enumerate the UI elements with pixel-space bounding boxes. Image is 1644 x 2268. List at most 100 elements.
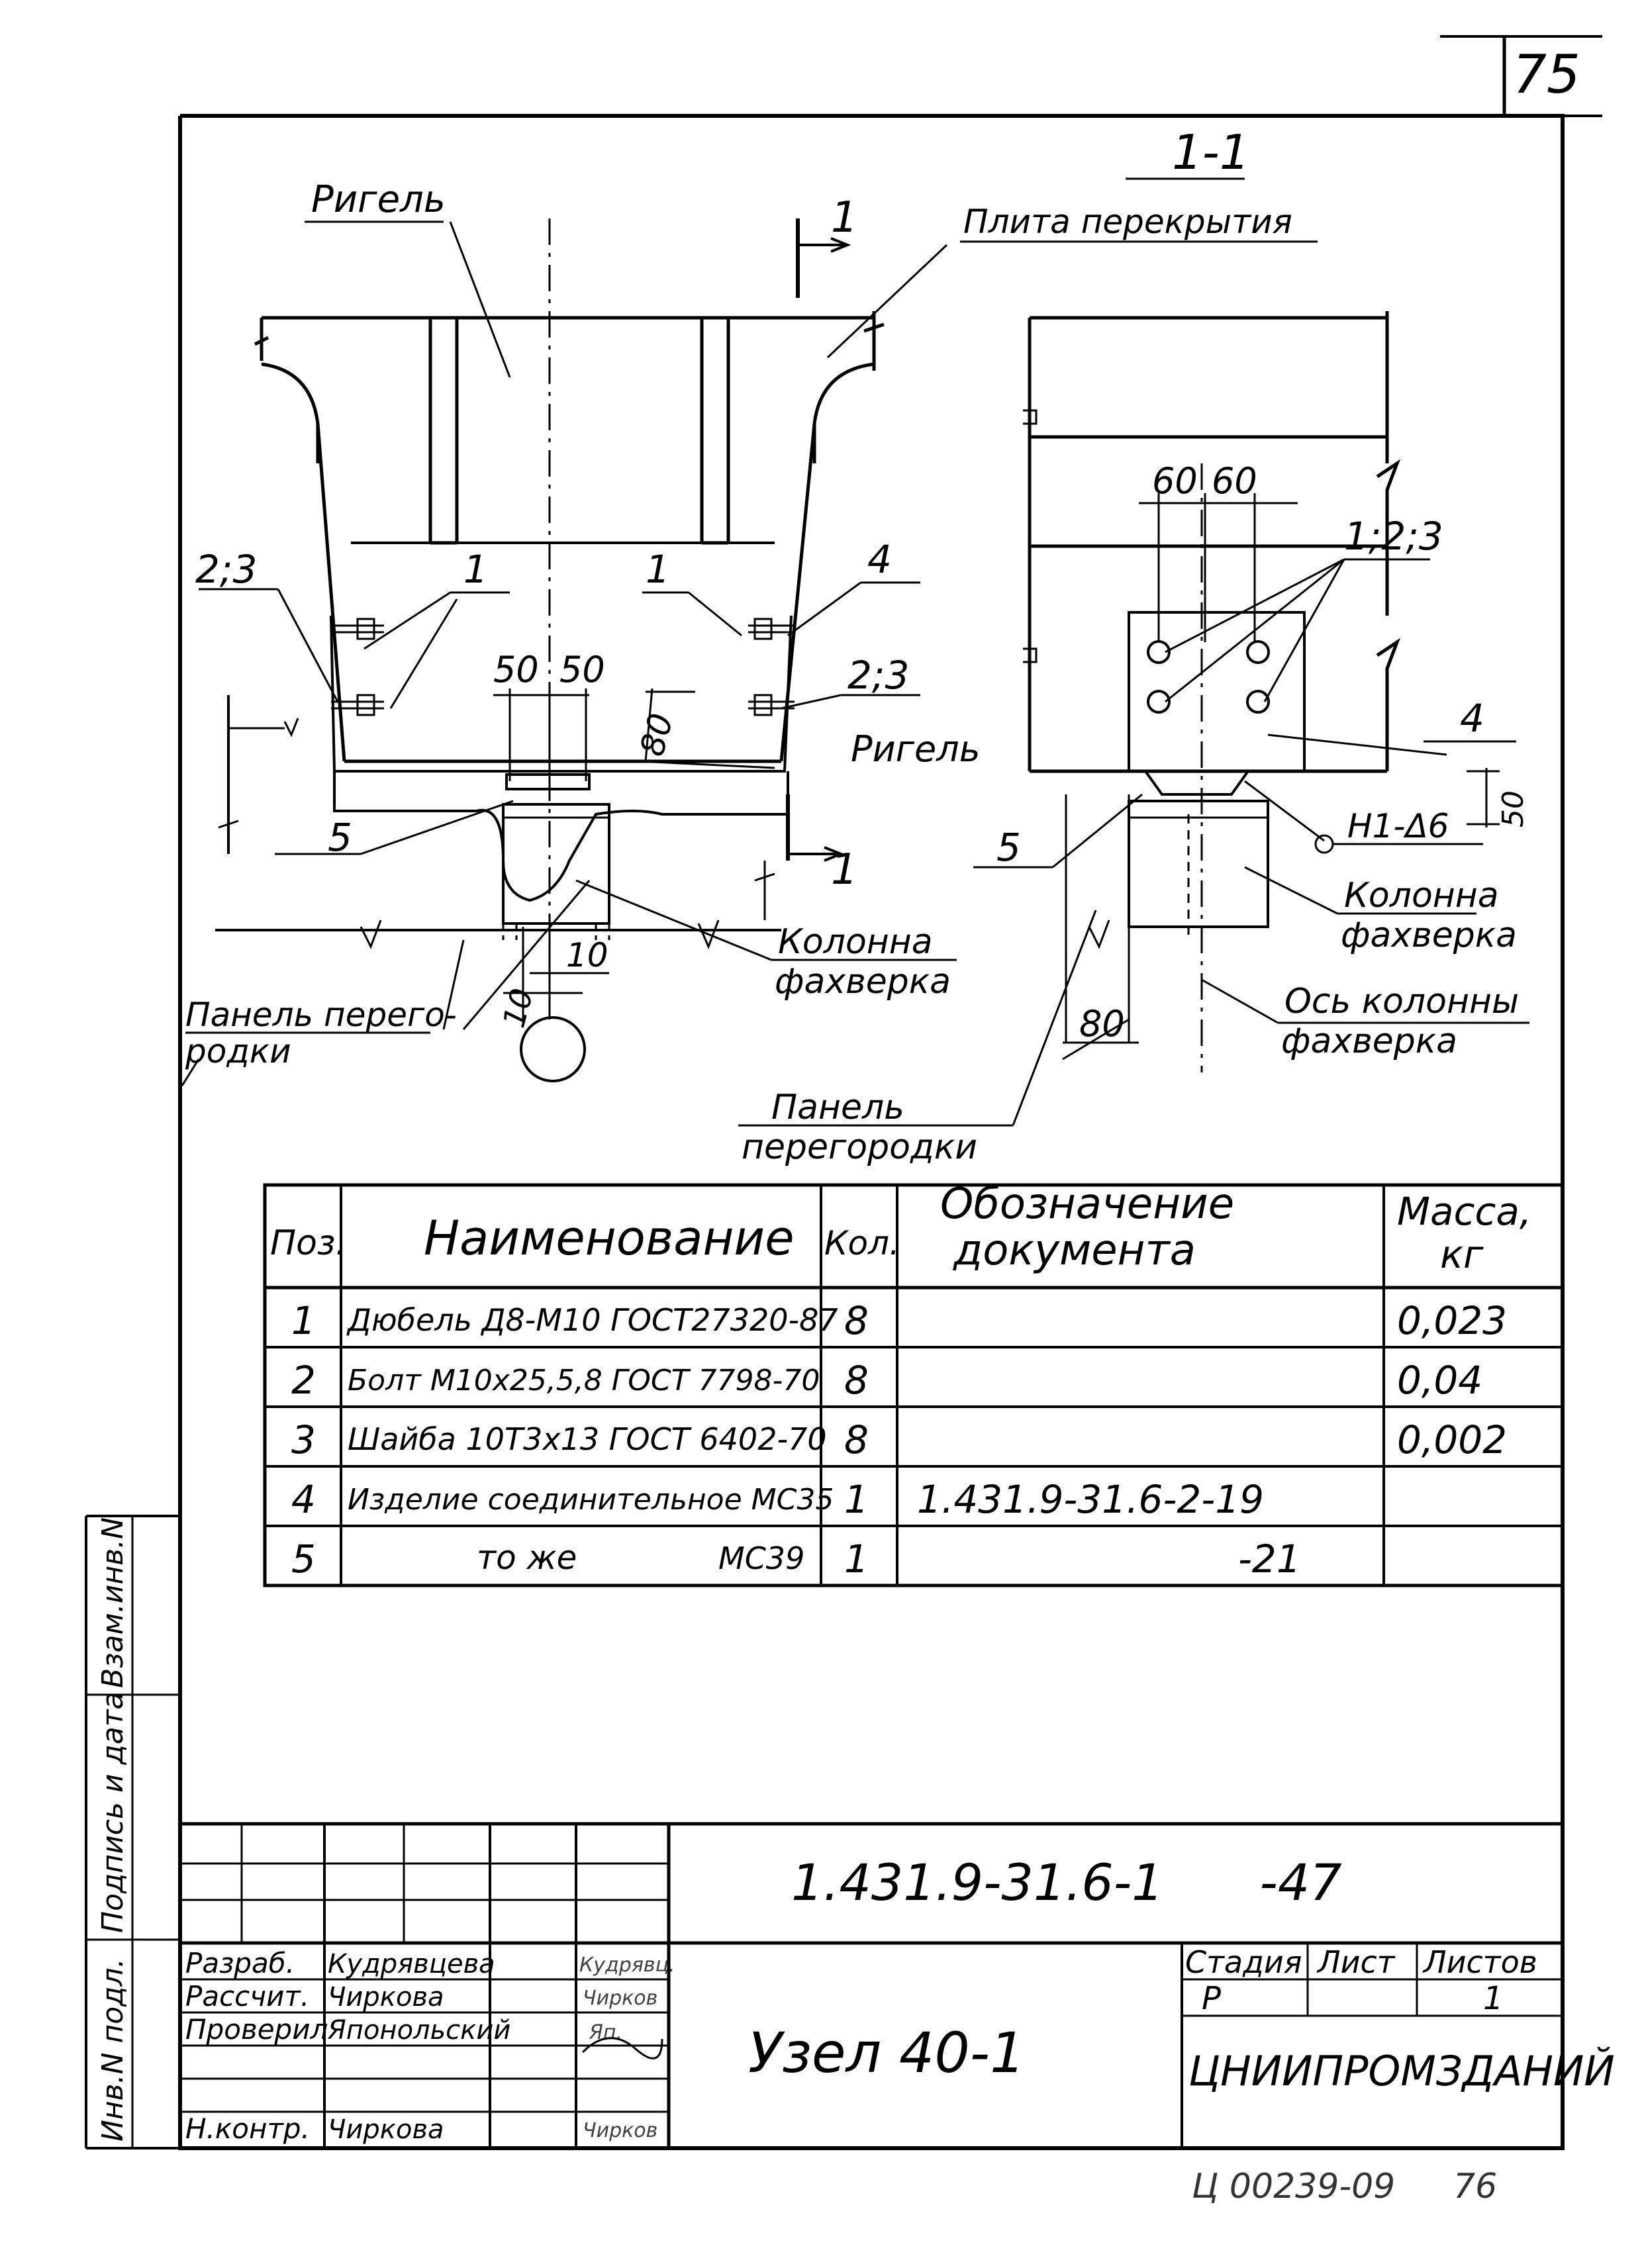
dim-50a: 50 — [493, 649, 539, 690]
label-kolonna-l1: Колонна — [778, 922, 933, 962]
bottom-page: 76 — [1453, 2167, 1497, 2206]
side-stamp-sign: Подпись и дата — [96, 1692, 130, 1933]
elevation-drawing — [181, 218, 1318, 1086]
name-1: Чиркова — [328, 1982, 444, 2012]
spec-name: Дюбель Д8-М10 ГОСТ27320-87 — [346, 1302, 838, 1338]
dim-60b: 60 — [1212, 460, 1257, 502]
label-rigel-2: Ригель — [851, 728, 981, 770]
spec-table-rows: 1 Дюбель Д8-М10 ГОСТ27320-87 8 0,023 2 Б… — [291, 1298, 1507, 1582]
organization: ЦНИИПРОМЗДАНИЙ — [1188, 2046, 1615, 2095]
name-0: Кудрявцева — [328, 1949, 495, 1979]
os-l2: фахверка — [1281, 1021, 1457, 1061]
section-title: 1-1 — [1172, 124, 1250, 180]
spec-row: 5 то же МС39 1 -21 — [291, 1536, 1301, 1582]
elevation-labels: Ригель 1 Плита перекрытия 2;3 1 1 4 50 5… — [185, 178, 1292, 1070]
spec-h-doc-l2: документа — [953, 1226, 1196, 1275]
pos-123: 1;2;3 — [1344, 514, 1443, 559]
spec-qty: 8 — [844, 1417, 869, 1462]
stage-header: Стадия — [1185, 1944, 1302, 1980]
title-block-text: 1.431.9-31.6-1 -47 Узел 40-1 Стадия Лист… — [185, 1853, 1615, 2145]
signature-scribble — [581, 2037, 663, 2059]
side-stamp-vzam: Взам.инв.N — [96, 1517, 130, 1688]
label-kolonna-l2: фахверка — [775, 962, 951, 1002]
dim-80-left: 80 — [633, 710, 681, 760]
sheets-header: Листов — [1422, 1944, 1537, 1980]
label-plita: Плита перекрытия — [963, 203, 1292, 241]
panel-r-l2: перегородки — [742, 1127, 977, 1167]
spec-pos: 4 — [291, 1477, 316, 1522]
section-mark-bottom: 1 — [831, 845, 858, 894]
pos-23-left: 2;3 — [195, 547, 257, 592]
kolonna-r-l1: Колонна — [1344, 876, 1499, 916]
spec-qty: 1 — [844, 1477, 869, 1522]
sheets-value: 1 — [1483, 1980, 1504, 2017]
sign-2: Яп. — [589, 2021, 622, 2044]
role-4: Н.контр. — [185, 2112, 310, 2145]
dim-80-right: 80 — [1079, 1003, 1125, 1045]
designation: 1.431.9-31.6-1 -47 — [791, 1853, 1342, 1912]
role-2: Проверил — [185, 2013, 328, 2046]
spec-row: 2 Болт М10х25,5,8 ГОСТ 7798-70 8 0,04 — [291, 1358, 1482, 1403]
side-stamp-inv: Инв.N подл. — [96, 1958, 130, 2142]
os-l1: Ось колонны — [1284, 982, 1519, 1021]
pos-23-right: 2;3 — [847, 653, 909, 698]
pos-4-left: 4 — [867, 537, 892, 582]
spec-name: Болт М10х25,5,8 ГОСТ 7798-70 — [348, 1364, 820, 1397]
sheet-header: Лист — [1316, 1944, 1396, 1980]
label-panel-l1: Панель перего- — [185, 996, 457, 1034]
label-panel-l2: родки — [185, 1032, 291, 1070]
title-block-lines — [180, 1822, 1563, 2148]
spec-doc: 1.431.9-31.6-2-19 — [917, 1477, 1264, 1522]
spec-h-name: Наименование — [424, 1210, 795, 1266]
spec-h-pos: Поз. — [270, 1223, 346, 1263]
spec-h-mass-l2: кг — [1440, 1232, 1484, 1277]
dim-50-right: 50 — [1496, 790, 1530, 827]
sign-1: Чирков — [583, 1987, 657, 2010]
spec-h-mass-l1: Масса, — [1397, 1189, 1531, 1234]
pos-5-left: 5 — [328, 815, 352, 860]
spec-qty: 8 — [844, 1358, 869, 1403]
stage-value: Р — [1202, 1980, 1221, 2017]
spec-mass: 0,04 — [1397, 1358, 1482, 1403]
kolonna-r-l2: фахверка — [1341, 916, 1517, 955]
section-labels: 1-1 60 60 1;2;3 4 50 Н1-Δ6 5 Колонна фах… — [742, 124, 1530, 1167]
section-mark-top: 1 — [831, 193, 858, 242]
spec-name-code: МС39 — [718, 1540, 804, 1576]
panel-r-l1: Панель — [771, 1088, 904, 1127]
sign-4: Чирков — [583, 2119, 657, 2142]
section-drawing — [738, 177, 1529, 1127]
spec-h-qty: Кол. — [824, 1224, 900, 1262]
spec-mass: 0,002 — [1397, 1417, 1507, 1462]
page-number: 75 — [1513, 44, 1580, 105]
pos-4-right: 4 — [1460, 696, 1484, 741]
role-0: Разраб. — [185, 1947, 295, 1979]
spec-row: 4 Изделие соединительное МС35 1 1.431.9-… — [291, 1477, 1264, 1522]
pos-1-right: 1 — [646, 547, 670, 592]
weld-symbol: Н1-Δ6 — [1347, 807, 1449, 845]
name-4: Чиркова — [328, 2114, 444, 2145]
pos-5-right: 5 — [996, 825, 1021, 870]
dim-10a: 10 — [566, 936, 608, 974]
spec-qty: 1 — [844, 1536, 869, 1582]
sign-0: Кудрявц. — [579, 1954, 675, 1977]
spec-pos: 2 — [291, 1358, 316, 1403]
name-2: Японольский — [327, 2015, 510, 2046]
spec-row: 3 Шайба 10Т3х13 ГОСТ 6402-70 8 0,002 — [291, 1417, 1507, 1462]
spec-doc: -21 — [1238, 1536, 1301, 1582]
spec-table — [263, 1183, 1565, 1587]
spec-pos: 5 — [291, 1536, 316, 1582]
dim-60a: 60 — [1152, 460, 1198, 502]
spec-mass: 0,023 — [1397, 1298, 1507, 1343]
spec-name: Шайба 10Т3х13 ГОСТ 6402-70 — [348, 1421, 827, 1457]
sheet-frame — [85, 35, 1602, 2150]
spec-qty: 8 — [844, 1298, 869, 1343]
label-rigel: Ригель — [311, 178, 446, 221]
spec-table-header: Поз. Наименование Кол. Обозначение докум… — [270, 1180, 1531, 1277]
pos-1-left: 1 — [463, 547, 488, 592]
spec-name: то же — [477, 1538, 577, 1577]
role-1: Рассчит. — [185, 1980, 309, 2012]
spec-h-doc-l1: Обозначение — [940, 1180, 1234, 1229]
drawing-title: Узел 40-1 — [748, 2020, 1026, 2085]
dim-50b: 50 — [559, 649, 605, 690]
